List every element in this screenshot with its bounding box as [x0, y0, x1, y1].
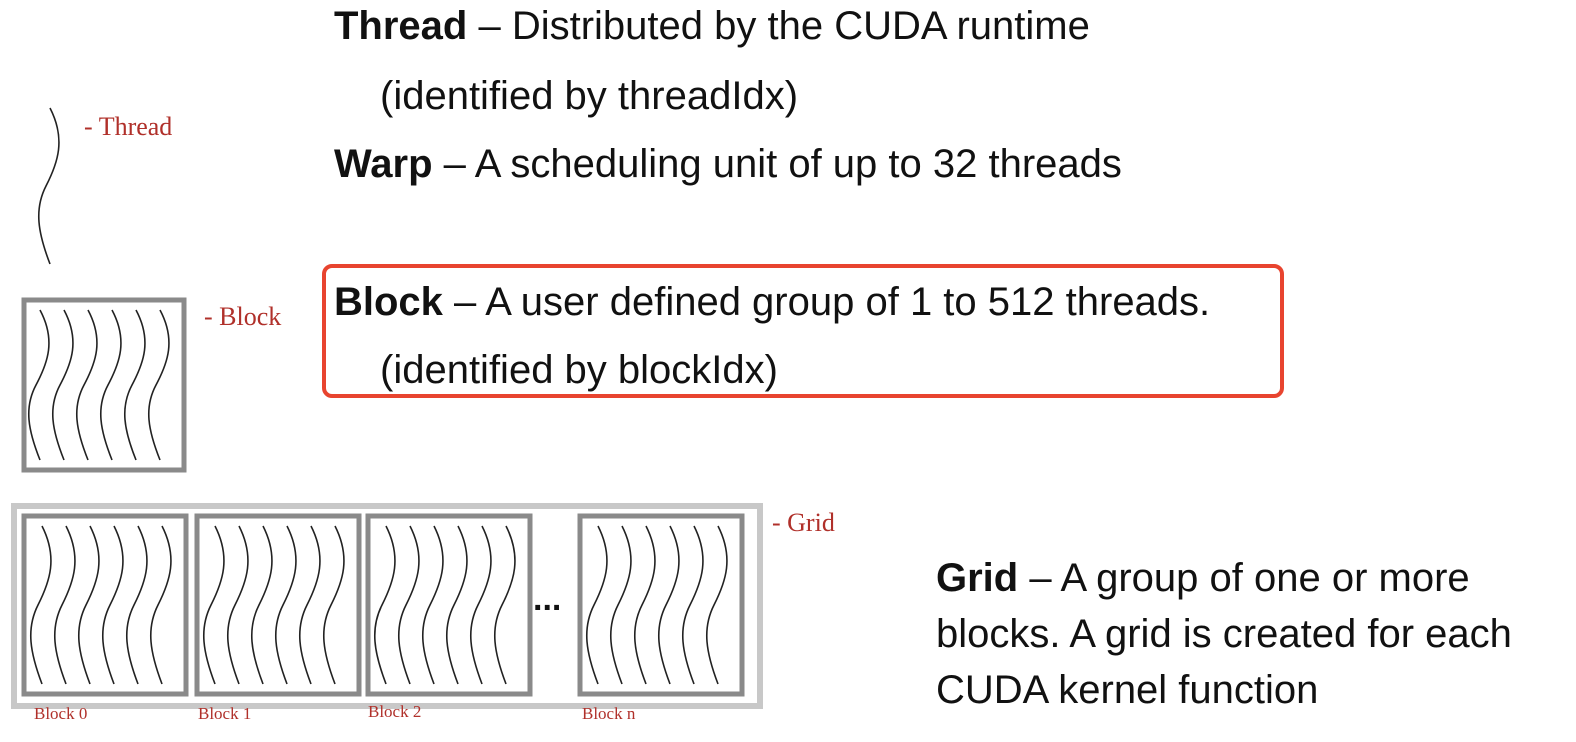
block-thread-squiggle	[99, 309, 122, 461]
grid-block-thread-squiggle	[469, 525, 492, 685]
grid-block-thread-squiggle	[681, 525, 704, 685]
block-definition: Block – A user defined group of 1 to 512…	[334, 278, 1210, 326]
grid-block-frame-0	[21, 513, 189, 697]
block-thread-squiggle	[75, 309, 98, 461]
grid-block-thread-squiggle	[705, 525, 728, 685]
warp-definition: Warp – A scheduling unit of up to 32 thr…	[334, 140, 1122, 188]
grid-block-thread-squiggle	[373, 525, 396, 685]
block-highlight-box	[322, 264, 1284, 398]
grid-block-thread-squiggle	[274, 525, 297, 685]
thread-identifier: (identified by threadIdx)	[380, 74, 799, 118]
grid-block-label-2: Block 2	[368, 702, 422, 721]
grid-block-thread-squiggle	[397, 525, 420, 685]
grid-label: - Grid	[772, 508, 835, 537]
grid-block-thread-squiggle	[493, 525, 516, 685]
grid-block-frame-3	[577, 513, 745, 697]
block-thread-squiggle	[147, 309, 170, 461]
grid-block-label-n: Block n	[582, 704, 636, 723]
diagram-shapes	[11, 107, 763, 709]
thread-squiggle	[37, 107, 60, 265]
grid-block-thread-squiggle	[609, 525, 632, 685]
grid-block-thread-squiggle	[226, 525, 249, 685]
block-thread-squiggle	[123, 309, 146, 461]
grid-block-frame-1	[194, 513, 362, 697]
grid-block-thread-squiggle	[29, 525, 52, 685]
grid-block-thread-squiggle	[149, 525, 172, 685]
grid-block-label-1: Block 1	[198, 704, 252, 723]
thread-label: - Thread	[84, 112, 173, 141]
grid-outer-frame	[11, 503, 763, 709]
block-thread-squiggle	[27, 309, 50, 461]
block-term: Block	[334, 280, 443, 324]
grid-text-1: – A group of one or more	[1018, 556, 1470, 600]
grid-block-thread-squiggle	[53, 525, 76, 685]
thread-term: Thread	[334, 4, 468, 48]
grid-block-thread-squiggle	[633, 525, 656, 685]
grid-definition: Grid – A group of one or more	[936, 554, 1470, 602]
grid-term: Grid	[936, 556, 1019, 600]
block-frame	[21, 297, 187, 473]
grid-block-thread-squiggle	[125, 525, 148, 685]
grid-block-thread-squiggle	[250, 525, 273, 685]
block-text: – A user defined group of 1 to 512 threa…	[442, 280, 1211, 324]
grid-block-label-0: Block 0	[34, 704, 88, 723]
thread-definition: Thread – Distributed by the CUDA runtime	[334, 2, 1090, 50]
grid-block-thread-squiggle	[322, 525, 345, 685]
grid-block-thread-squiggle	[657, 525, 680, 685]
grid-text-2: blocks. A grid is created for each	[936, 612, 1512, 656]
grid-block-thread-squiggle	[421, 525, 444, 685]
warp-term: Warp	[334, 142, 433, 186]
ellipsis: ...	[533, 580, 562, 618]
warp-text: – A scheduling unit of up to 32 threads	[432, 142, 1122, 186]
grid-block-frame-2	[365, 513, 533, 697]
grid-block-thread-squiggle	[202, 525, 225, 685]
block-identifier: (identified by blockIdx)	[380, 348, 778, 392]
grid-block-thread-squiggle	[445, 525, 468, 685]
block-label: - Block	[204, 302, 282, 331]
grid-text-3: CUDA kernel function	[936, 668, 1319, 712]
grid-block-thread-squiggle	[585, 525, 608, 685]
thread-text: – Distributed by the CUDA runtime	[467, 4, 1090, 48]
grid-block-thread-squiggle	[101, 525, 124, 685]
grid-block-thread-squiggle	[77, 525, 100, 685]
block-thread-squiggle	[51, 309, 74, 461]
grid-block-thread-squiggle	[298, 525, 321, 685]
